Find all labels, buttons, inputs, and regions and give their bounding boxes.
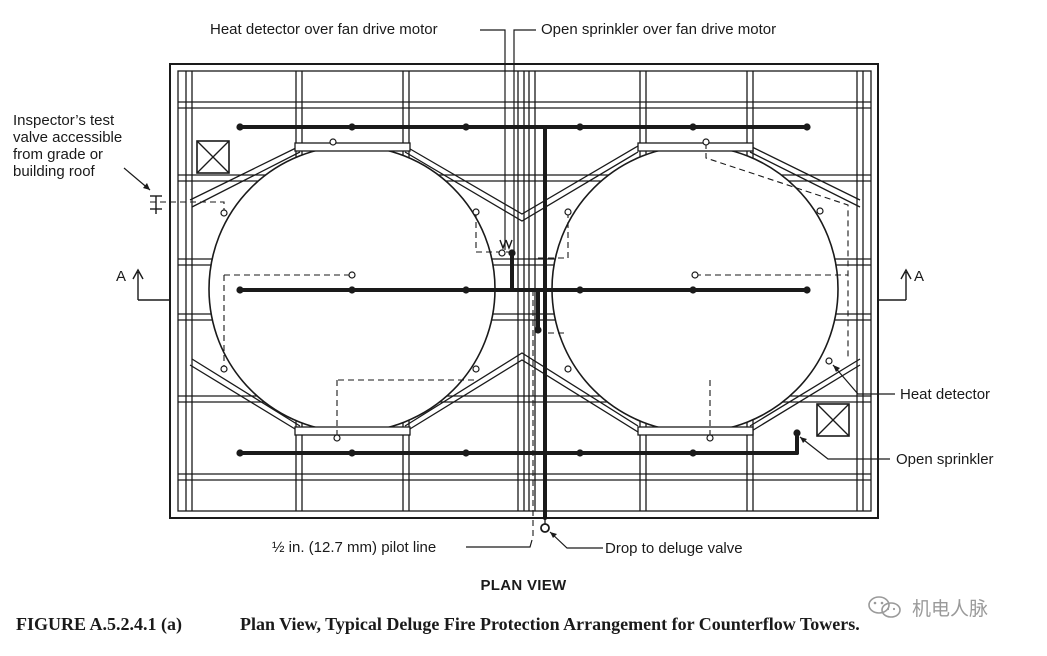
label-open-sprinkler-fan-motor: Open sprinkler over fan drive motor bbox=[541, 21, 777, 38]
figure-caption: FIGURE A.5.2.4.1 (a) Plan View, Typical D… bbox=[16, 614, 860, 635]
access-hatch-right bbox=[816, 403, 850, 437]
open-sprinklers bbox=[236, 123, 811, 457]
leader-lines bbox=[123, 29, 895, 549]
sprinkler-piping bbox=[238, 125, 809, 520]
label-inspector-line-4: building roof bbox=[13, 163, 95, 180]
section-marker-left bbox=[132, 268, 170, 301]
label-open-sprinkler: Open sprinkler bbox=[896, 451, 994, 468]
label-inspector-line-2: valve accessible bbox=[13, 129, 123, 146]
figure-number: FIGURE A.5.2.4.1 (a) bbox=[16, 614, 182, 634]
label-inspector-line-1: Inspector’s test bbox=[13, 112, 115, 129]
fan-braces bbox=[189, 142, 861, 436]
section-label-left: A bbox=[116, 268, 127, 285]
pilot-line-dashed bbox=[150, 143, 849, 540]
label-drop-to-deluge-valve: Drop to deluge valve bbox=[605, 540, 743, 557]
wechat-icon bbox=[868, 596, 901, 618]
label-pilot-line: ½ in. (12.7 mm) pilot line bbox=[272, 539, 437, 556]
deluge-valve-drop bbox=[540, 523, 550, 533]
label-heat-detector: Heat detector bbox=[900, 386, 991, 403]
label-inspector-line-3: from grade or bbox=[13, 146, 104, 163]
figure-caption-text: Plan View, Typical Deluge Fire Protectio… bbox=[240, 614, 860, 634]
label-heat-detector-fan-motor: Heat detector over fan drive motor bbox=[210, 21, 438, 38]
section-label-right: A bbox=[914, 268, 925, 285]
section-marker-right bbox=[878, 268, 912, 301]
access-hatch-left bbox=[196, 140, 230, 174]
motor-detector-arrows bbox=[499, 239, 513, 250]
heat-detectors bbox=[220, 138, 833, 442]
watermark-text: 机电人脉 bbox=[912, 598, 989, 620]
tower-outer-frame bbox=[169, 63, 879, 519]
view-title: PLAN VIEW bbox=[480, 577, 567, 594]
inspector-test-valve bbox=[150, 195, 162, 214]
